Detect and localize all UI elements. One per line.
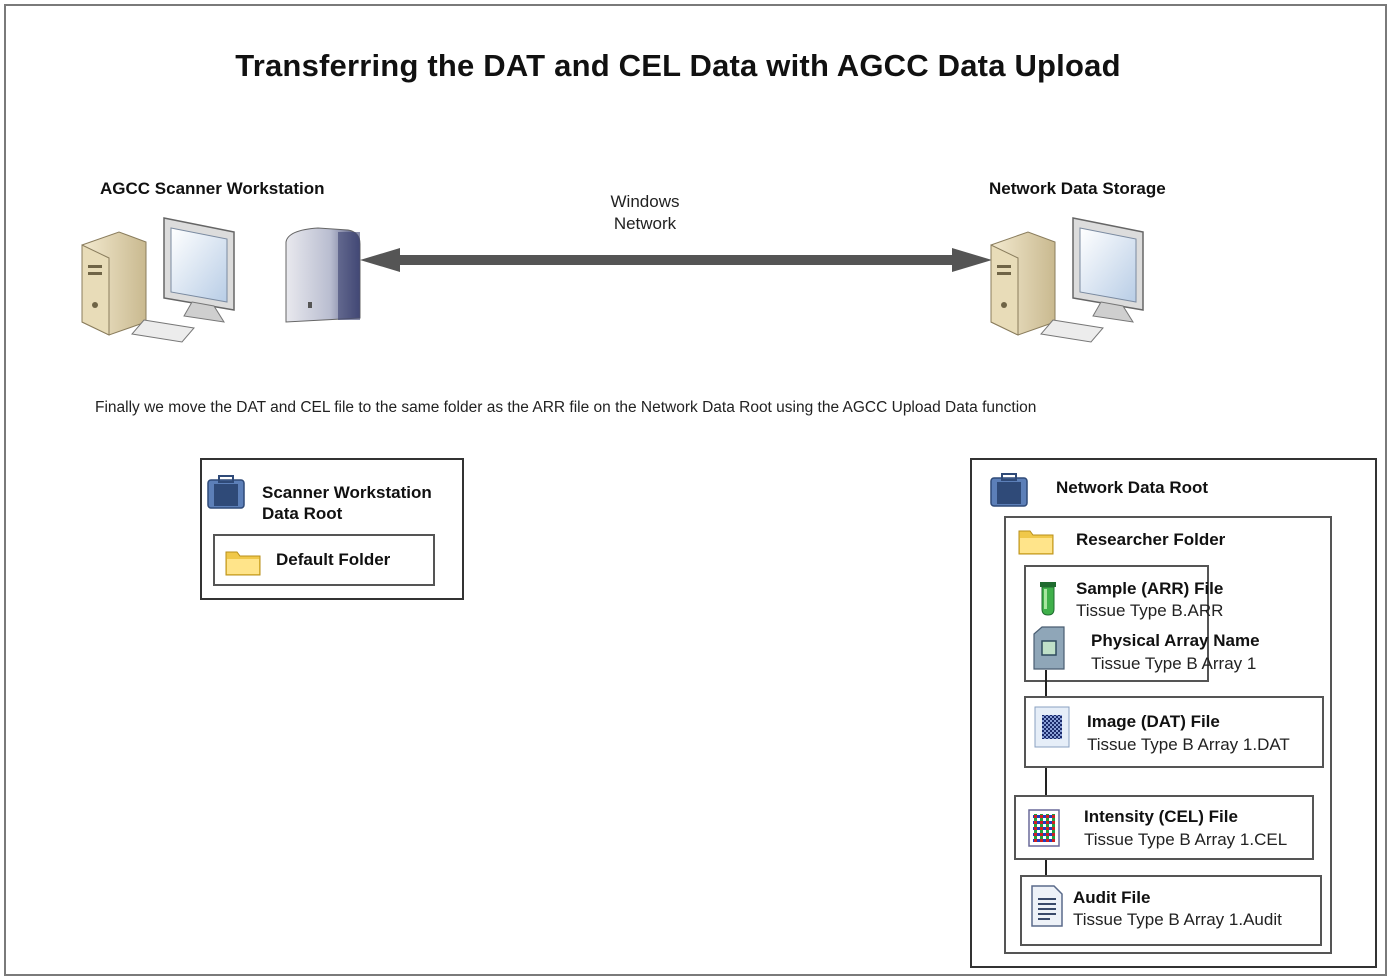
audit-file-name: Tissue Type B Array 1.Audit [1073,910,1282,929]
test-tube-icon [1040,582,1056,616]
network-label-line2: Network [613,214,677,233]
storage-computer-icon [990,217,1144,343]
default-folder-label: Default Folder [276,550,391,569]
scanner-icon [285,227,361,323]
network-arrow [360,248,992,272]
sample-file-name: Tissue Type B.ARR [1076,601,1224,620]
network-data-root-icon [990,473,1028,507]
cel-intensity-icon [1028,809,1060,847]
workstation-data-root-line2: Data Root [262,504,343,523]
researcher-folder-label: Researcher Folder [1076,530,1226,549]
audit-file-box [1020,875,1322,946]
diagram-frame [4,4,1387,976]
workstation-data-root-label: Scanner Workstation Data Root [262,482,432,524]
network-label-line1: Windows [610,192,680,211]
intensity-file-box [1014,795,1314,860]
workstation-label: AGCC Scanner Workstation [100,179,325,198]
intensity-file-title: Intensity (CEL) File [1084,807,1238,826]
caption-text: Finally we move the DAT and CEL file to … [95,399,1037,416]
workstation-data-root-box: Scanner Workstation Data Root Default Fo… [200,458,464,600]
workstation-data-root-line1: Scanner Workstation [262,483,432,502]
array-cartridge-icon [1033,626,1065,670]
storage-label: Network Data Storage [989,179,1166,198]
document-icon [1031,885,1063,927]
intensity-file-name: Tissue Type B Array 1.CEL [1084,830,1288,849]
image-file-box [1024,696,1324,768]
image-file-title: Image (DAT) File [1087,712,1220,731]
physical-array-title: Physical Array Name [1091,631,1260,650]
dat-image-icon [1034,706,1070,748]
page-title: Transferring the DAT and CEL Data with A… [235,48,1121,83]
folder-icon [225,551,261,576]
connector-line [1045,670,1047,885]
default-folder-box: Default Folder [213,534,435,586]
data-root-icon [207,475,245,509]
network-label: Windows Network [580,191,710,235]
audit-file-title: Audit File [1073,888,1151,907]
researcher-folder-icon [1018,530,1054,555]
workstation-computer-icon [81,217,235,343]
sample-file-title: Sample (ARR) File [1076,579,1224,598]
physical-array-name: Tissue Type B Array 1 [1091,654,1257,673]
network-data-root-label: Network Data Root [1056,478,1209,497]
image-file-name: Tissue Type B Array 1.DAT [1087,735,1290,754]
